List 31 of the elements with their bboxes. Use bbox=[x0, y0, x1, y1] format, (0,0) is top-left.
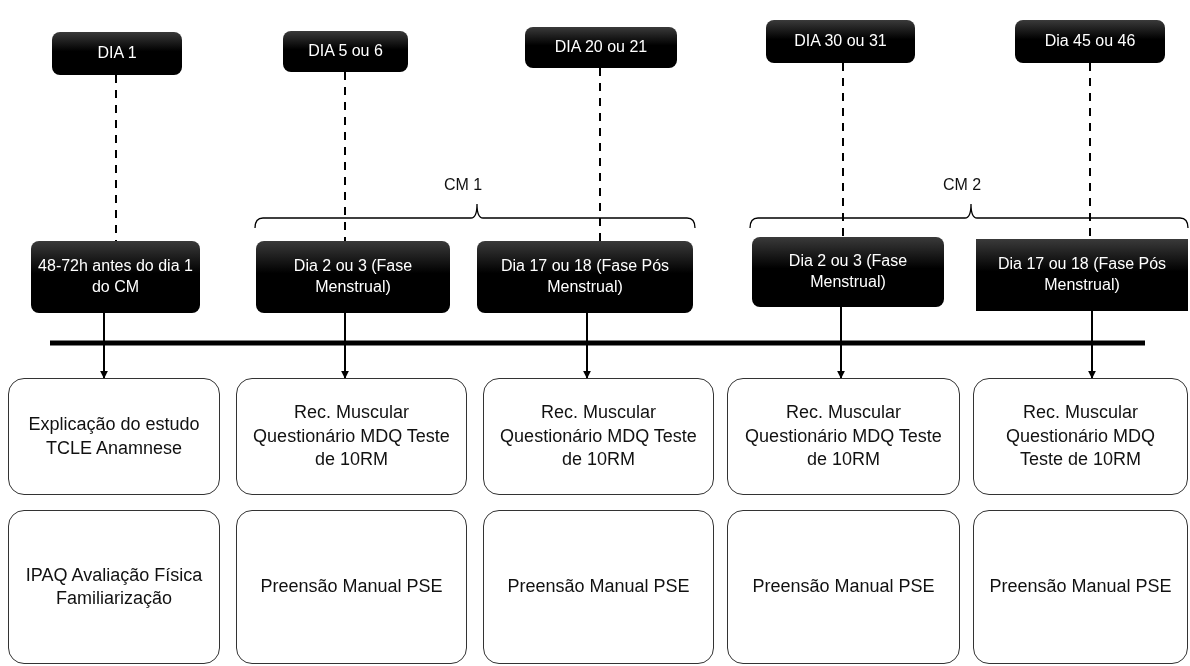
arrow bbox=[1088, 310, 1096, 379]
arrow bbox=[100, 312, 108, 379]
cycle-label: CM 2 bbox=[943, 176, 982, 194]
phase-box: 48-72h antes do dia 1 do CM bbox=[31, 241, 200, 313]
day-label-box: DIA 30 ou 31 bbox=[766, 20, 915, 63]
dashed-connector bbox=[344, 71, 346, 242]
dashed-connector bbox=[842, 62, 844, 238]
arrow bbox=[341, 312, 349, 379]
phase-box: Dia 17 ou 18 (Fase Pós Menstrual) bbox=[477, 241, 693, 313]
activity-box: Rec. Muscular Questionário MDQ Teste de 10RM bbox=[973, 378, 1188, 495]
activity-box: Preensão Manual PSE bbox=[727, 510, 960, 664]
activity-box: Preensão Manual PSE bbox=[973, 510, 1188, 664]
dashed-connector bbox=[115, 74, 117, 242]
day-label-box: Dia 45 ou 46 bbox=[1015, 20, 1165, 63]
day-label-box: DIA 1 bbox=[52, 32, 182, 75]
cycle-label: CM 1 bbox=[444, 176, 483, 194]
activity-box: Preensão Manual PSE bbox=[483, 510, 714, 664]
day-label-box: DIA 20 ou 21 bbox=[525, 27, 677, 68]
activity-box: IPAQ Avaliação Física Familiarização bbox=[8, 510, 220, 664]
activity-box: Explicação do estudo TCLE Anamnese bbox=[8, 378, 220, 495]
activity-box: Rec. Muscular Questionário MDQ Teste de 10RM bbox=[236, 378, 467, 495]
activity-box: Rec. Muscular Questionário MDQ Teste de 10RM bbox=[483, 378, 714, 495]
arrow bbox=[837, 306, 845, 379]
dashed-connector bbox=[599, 67, 601, 242]
phase-box: Dia 2 ou 3 (Fase Menstrual) bbox=[256, 241, 450, 313]
activity-box: Preensão Manual PSE bbox=[236, 510, 467, 664]
activity-box: Rec. Muscular Questionário MDQ Teste de 10RM bbox=[727, 378, 960, 495]
day-label-box: DIA 5 ou 6 bbox=[283, 31, 408, 72]
arrow bbox=[583, 312, 591, 379]
phase-box: Dia 2 ou 3 (Fase Menstrual) bbox=[752, 237, 944, 307]
phase-box: Dia 17 ou 18 (Fase Pós Menstrual) bbox=[976, 239, 1188, 311]
